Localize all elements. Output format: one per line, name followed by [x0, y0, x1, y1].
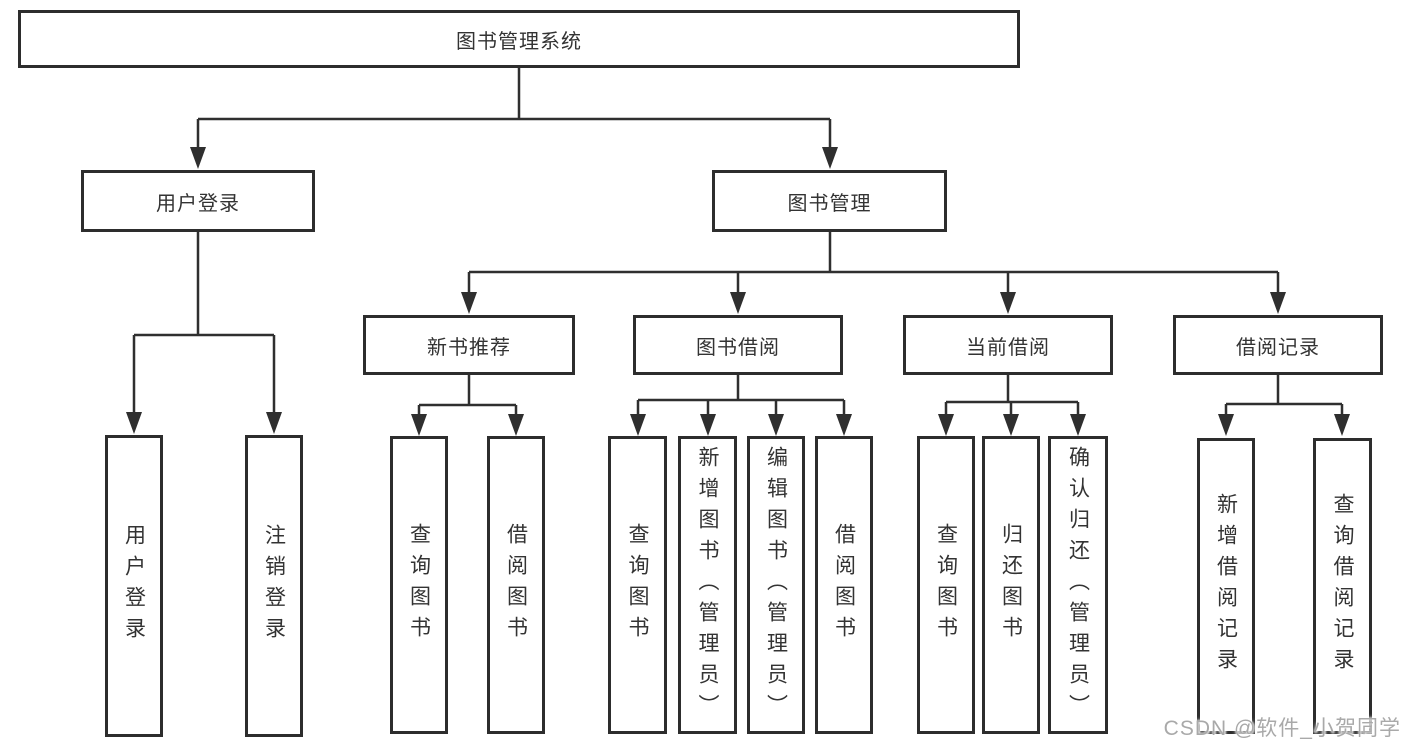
- leaf-user-login: 用户登录: [105, 435, 163, 737]
- leaf-newbook-borrow-books: 借阅图书: [487, 436, 545, 734]
- leaf-return-books: 归还图书: [982, 436, 1040, 734]
- leaf-return-books-label: 归还图书: [999, 523, 1023, 647]
- node-new-book-recommend-label: 新书推荐: [427, 336, 511, 359]
- node-book-management-label: 图书管理: [787, 192, 872, 215]
- leaf-edit-books-admin: 编辑图书（管理员）: [747, 436, 805, 734]
- leaf-add-books-admin: 新增图书（管理员）: [678, 436, 737, 734]
- leaf-confirm-return-admin-label: 确认归还（管理员）: [1066, 445, 1090, 725]
- leaf-newbook-query-books: 查询图书: [390, 436, 448, 734]
- node-current-borrow: 当前借阅: [903, 315, 1113, 375]
- node-book-borrow: 图书借阅: [633, 315, 843, 375]
- leaf-add-books-admin-label: 新增图书（管理员）: [696, 445, 719, 725]
- watermark: CSDN @软件_小贺同学: [1163, 717, 1401, 740]
- leaf-borrow-books: 借阅图书: [815, 436, 873, 734]
- leaf-add-borrow-record-label: 新增借阅记录: [1214, 493, 1238, 679]
- leaf-current-query-books: 查询图书: [917, 436, 975, 734]
- leaf-confirm-return-admin: 确认归还（管理员）: [1048, 436, 1108, 734]
- node-new-book-recommend: 新书推荐: [363, 315, 575, 375]
- leaf-logout: 注销登录: [245, 435, 303, 737]
- leaf-borrow-books-label: 借阅图书: [832, 523, 856, 647]
- leaf-logout-label: 注销登录: [262, 524, 286, 648]
- leaf-newbook-query-books-label: 查询图书: [407, 523, 431, 647]
- node-root-label: 图书管理系统: [456, 30, 582, 53]
- node-book-borrow-label: 图书借阅: [696, 336, 780, 359]
- leaf-edit-books-admin-label: 编辑图书（管理员）: [764, 445, 788, 725]
- node-user-login: 用户登录: [81, 170, 315, 232]
- node-root: 图书管理系统: [18, 10, 1020, 68]
- leaf-add-borrow-record: 新增借阅记录: [1197, 438, 1255, 734]
- leaf-query-borrow-record-label: 查询借阅记录: [1331, 493, 1354, 679]
- node-book-management: 图书管理: [712, 170, 947, 232]
- leaf-current-query-books-label: 查询图书: [934, 523, 958, 647]
- node-borrow-record-label: 借阅记录: [1236, 336, 1320, 359]
- connector-lines: [132, 68, 1344, 420]
- node-current-borrow-label: 当前借阅: [966, 336, 1050, 359]
- node-user-login-label: 用户登录: [156, 192, 240, 215]
- leaf-query-borrow-record: 查询借阅记录: [1313, 438, 1372, 734]
- node-borrow-record: 借阅记录: [1173, 315, 1383, 375]
- leaf-user-login-label: 用户登录: [122, 524, 146, 648]
- leaf-borrow-query-books: 查询图书: [608, 436, 667, 734]
- leaf-newbook-borrow-books-label: 借阅图书: [504, 523, 528, 647]
- leaf-borrow-query-books-label: 查询图书: [626, 523, 649, 647]
